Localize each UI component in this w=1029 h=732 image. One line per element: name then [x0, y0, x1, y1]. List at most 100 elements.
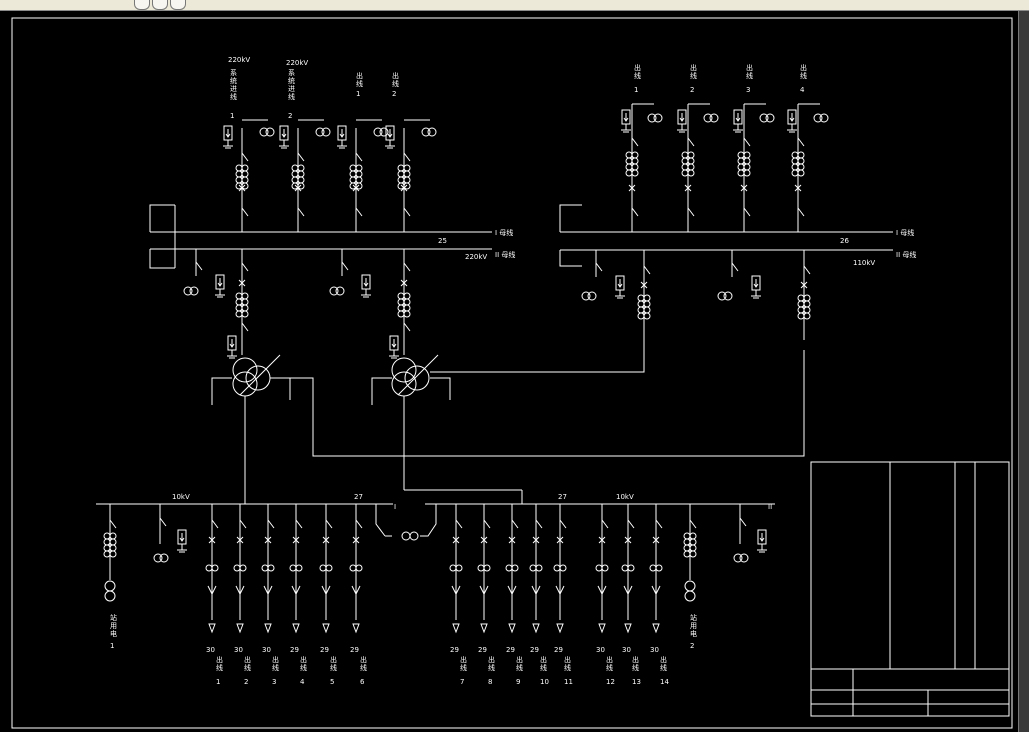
- ground-icon: [621, 124, 631, 133]
- feeder-arrow-icon: [507, 585, 517, 596]
- voltage-transformer-icon: [759, 113, 769, 123]
- ground-icon: [227, 350, 237, 359]
- disconnector-icon: [627, 512, 635, 534]
- current-transformer-icon: [235, 176, 243, 184]
- mv-tie-2: [430, 330, 645, 373]
- disconnector-icon: [195, 254, 203, 276]
- scroll-right-icon[interactable]: [152, 0, 168, 10]
- transformer-2-hv: [391, 357, 417, 383]
- current-transformer-icon: [797, 300, 805, 308]
- disconnector-icon: [631, 200, 639, 222]
- current-transformer-icon: [643, 294, 651, 302]
- current-transformer-icon: [349, 182, 357, 190]
- feeder-type-number: 30: [622, 646, 631, 654]
- breaker-icon: [556, 536, 564, 544]
- disconnector-icon: [355, 200, 363, 222]
- disconnector-icon: [241, 145, 249, 167]
- current-transformer-icon: [637, 306, 645, 314]
- current-transformer-icon: [403, 164, 411, 172]
- outgoing-number-110: 1: [634, 86, 638, 94]
- label-feeder-line: 出: [606, 655, 613, 664]
- disconnector-icon: [403, 200, 411, 222]
- voltage-transformer-icon: [819, 113, 829, 123]
- cable-end-icon: [236, 623, 244, 634]
- ground-icon: [787, 124, 797, 133]
- disconnector-icon: [325, 512, 333, 534]
- current-transformer-icon: [797, 294, 805, 302]
- current-transformer-icon: [637, 312, 645, 320]
- voltage-transformer-icon: [315, 127, 325, 137]
- breaker-icon: [628, 184, 636, 192]
- current-transformer-icon: [631, 163, 639, 171]
- breaker-icon: [352, 536, 360, 544]
- scroll-thumb-icon[interactable]: [170, 0, 186, 10]
- voltage-transformer-icon: [189, 286, 199, 296]
- current-transformer-icon: [797, 306, 805, 314]
- breaker-icon: [740, 184, 748, 192]
- station-transformer-icon: [684, 580, 696, 592]
- feeder-type-number: 29: [350, 646, 359, 654]
- breaker-icon: [264, 536, 272, 544]
- disconnector-icon: [655, 512, 663, 534]
- current-transformer-icon: [403, 298, 411, 306]
- label-feeder-line: 出: [360, 655, 367, 664]
- breaker-icon: [400, 279, 408, 287]
- current-transformer-icon: [687, 151, 695, 159]
- station-transformer-icon: [104, 590, 116, 602]
- label-station-use: 电: [690, 629, 697, 638]
- current-transformer-icon: [403, 176, 411, 184]
- vertical-scrollbar[interactable]: [1018, 11, 1029, 732]
- current-transformer-icon: [397, 298, 405, 306]
- feeder-type-number: 29: [290, 646, 299, 654]
- current-transformer-icon: [403, 182, 411, 190]
- ground-icon: [385, 140, 395, 149]
- voltage-transformer-icon: [379, 127, 389, 137]
- feeder-arrow-icon: [207, 585, 217, 596]
- current-transformer-icon: [625, 157, 633, 165]
- label-feeder-line: 出: [272, 655, 279, 664]
- current-transformer-icon: [637, 300, 645, 308]
- current-transformer-icon: [683, 532, 691, 540]
- label-outgoing-line: 出: [356, 71, 363, 80]
- cable-end-icon: [480, 623, 488, 634]
- current-transformer-icon: [681, 151, 689, 159]
- feeder-type-number: 30: [650, 646, 659, 654]
- current-transformer-icon: [689, 544, 697, 552]
- breaker-icon: [624, 536, 632, 544]
- label-feeder-line: 出: [330, 655, 337, 664]
- current-transformer-icon: [355, 164, 363, 172]
- feeder-number: 12: [606, 678, 615, 686]
- current-transformer-icon: [631, 169, 639, 177]
- voltage-transformer-icon: [329, 286, 339, 296]
- label-outgoing-line: 出: [392, 71, 399, 80]
- breaker-icon: [208, 536, 216, 544]
- disconnector-icon: [297, 145, 305, 167]
- current-transformer-icon: [625, 151, 633, 159]
- breaker-icon: [508, 536, 516, 544]
- label-outgoing-line: 线: [356, 79, 363, 88]
- ground-icon: [337, 140, 347, 149]
- label-feeder-line: 出: [540, 655, 547, 664]
- disconnector-icon: [341, 254, 349, 276]
- station-use-number: 2: [690, 642, 694, 650]
- disconnector-icon: [109, 512, 117, 534]
- current-transformer-icon: [241, 298, 249, 306]
- cable-end-icon: [652, 623, 660, 634]
- feeder-arrow-icon: [291, 585, 301, 596]
- label-system-incomer: 进: [288, 85, 295, 93]
- disconnector-icon: [797, 200, 805, 222]
- outgoing-number-110: 4: [800, 86, 805, 94]
- label-feeder-line: 线: [606, 663, 613, 672]
- current-transformer-icon: [297, 164, 305, 172]
- current-transformer-icon: [689, 538, 697, 546]
- label-10kv-left: 10kV: [172, 493, 190, 501]
- scroll-left-icon[interactable]: [134, 0, 150, 10]
- cable-end-icon: [352, 623, 360, 634]
- label-feeder-line: 线: [216, 663, 223, 672]
- disconnector-icon: [687, 200, 695, 222]
- label-feeder-line: 出: [564, 655, 571, 664]
- cable-end-icon: [292, 623, 300, 634]
- feeder-number: 11: [564, 678, 573, 686]
- current-transformer-icon: [797, 157, 805, 165]
- ground-icon: [733, 124, 743, 133]
